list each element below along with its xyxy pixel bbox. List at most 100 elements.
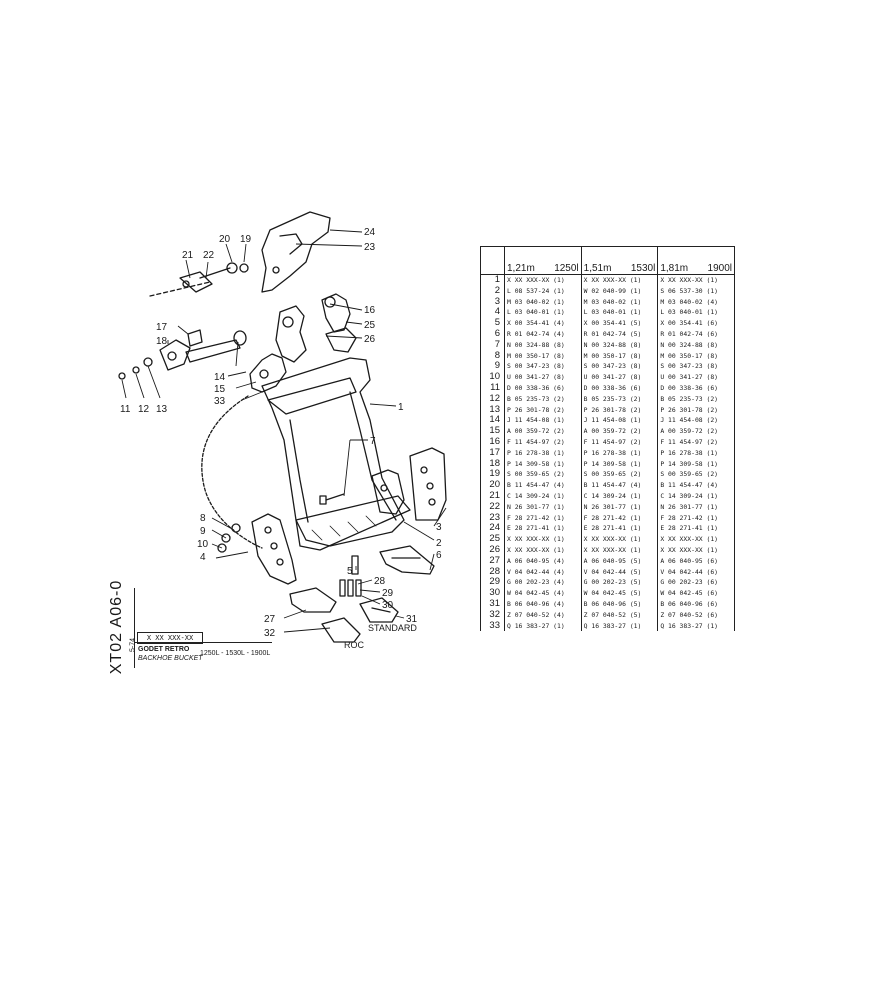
item-number: 10 (480, 372, 505, 383)
part-number-1530l: A 00 359-72 (2) (580, 426, 658, 437)
title-divider-vertical (134, 588, 135, 668)
part-number-1250l: X XX XXX-XX (1) (504, 274, 582, 286)
item-number: 11 (480, 382, 505, 394)
part-number-1250l: A 06 040-95 (4) (504, 555, 582, 567)
item-number: 20 (480, 480, 505, 491)
part-number-1250l: R 01 042-74 (4) (504, 328, 582, 340)
header-col-2: 1,51m 1530l (580, 246, 658, 275)
part-number-1900l: B 11 454-47 (4) (657, 480, 735, 491)
title-capacities: 1250L - 1530L - 1900L (200, 650, 271, 657)
item-number: 7 (480, 339, 505, 351)
item-number: 25 (480, 534, 505, 545)
part-number-1530l: M 00 350-17 (8) (580, 350, 658, 362)
part-number-1530l: W 04 042-45 (5) (580, 588, 658, 599)
part-number-1250l: L 08 537-24 (1) (504, 285, 582, 297)
item-number: 19 (480, 469, 505, 481)
callout: 25 (364, 320, 376, 331)
part-number-1530l: Z 07 040-52 (5) (580, 609, 658, 621)
callout: 4 (200, 552, 206, 563)
callout: 2 (436, 538, 442, 549)
part-number-1900l: M 03 040-02 (4) (657, 296, 735, 308)
item-number: 30 (480, 588, 505, 599)
callout: 20 (219, 234, 231, 245)
item-number: 26 (480, 544, 505, 556)
tooth-27 (289, 587, 337, 613)
part-number-1900l: U 00 341-27 (8) (657, 372, 735, 383)
part-number-1530l: Q 16 383-27 (1) (580, 620, 658, 632)
callout: 6 (436, 550, 442, 561)
part-number-1530l: X XX XXX-XX (1) (580, 274, 658, 286)
part-number-1900l: Z 07 040-52 (6) (657, 609, 735, 621)
callout: 9 (200, 526, 206, 537)
part-number-1530l: U 00 341-27 (8) (580, 372, 658, 383)
item-number: 29 (480, 577, 505, 589)
part-number-1530l: A 06 040-95 (5) (580, 555, 658, 567)
header-num (480, 246, 505, 275)
callout: 13 (156, 404, 168, 415)
hinge-plate-left (249, 353, 287, 393)
part-number-1250l: A 00 359-72 (2) (504, 426, 582, 437)
callout: 1 (398, 402, 404, 413)
part-number-1530l: B 05 235-73 (2) (580, 393, 658, 405)
item-number: 5 (480, 318, 505, 329)
part-number-1900l: X XX XXX-XX (1) (657, 534, 735, 545)
part-number-1900l: X XX XXX-XX (1) (657, 544, 735, 556)
part-number-1250l: B 11 454-47 (4) (504, 480, 582, 491)
header-col-3: 1,81m 1900l (657, 246, 735, 275)
part-number-1900l: N 26 301-77 (1) (657, 501, 735, 513)
roc-label: ROC (344, 640, 365, 650)
part-number-1900l: Q 16 383-27 (1) (657, 620, 735, 632)
callout: 21 (182, 250, 194, 261)
item-number: 15 (480, 426, 505, 437)
callout: 18 (156, 336, 168, 347)
callout: 5 (347, 566, 353, 577)
part-number-1530l: V 04 042-44 (5) (580, 566, 658, 578)
part-number-1530l: E 28 271-41 (1) (580, 523, 658, 535)
item-number: 8 (480, 350, 505, 362)
part-number-1900l: P 26 301-78 (2) (657, 404, 735, 416)
part-number-1250l: N 26 301-77 (1) (504, 501, 582, 513)
callout: 8 (200, 513, 206, 524)
bucket-tip-part (261, 211, 331, 293)
title-divider (134, 642, 272, 643)
item-number: 4 (480, 307, 505, 319)
part-number-1530l: P 14 309-58 (1) (580, 458, 658, 470)
part-number-1250l: G 00 202-23 (4) (504, 577, 582, 589)
part-number-1250l: U 00 341-27 (8) (504, 372, 582, 383)
item-number: 12 (480, 393, 505, 405)
part-number-1250l: J 11 454-08 (1) (504, 415, 582, 427)
part-number-1900l: C 14 309-24 (1) (657, 490, 735, 502)
callout: 14 (214, 372, 226, 383)
part-number-1530l: B 06 040-96 (5) (580, 598, 658, 610)
item-number: 28 (480, 566, 505, 578)
part-number-1250l: X 00 354-41 (4) (504, 318, 582, 329)
callout: 16 (364, 305, 376, 316)
part-number-1250l: F 11 454-97 (2) (504, 436, 582, 448)
callout: 31 (406, 614, 418, 625)
part-number-1900l: S 06 537-30 (1) (657, 285, 735, 297)
part-number-1900l: F 11 454-97 (2) (657, 436, 735, 448)
side-cutter-left (251, 513, 297, 585)
item-number: 18 (480, 458, 505, 470)
part-number-1250l: Z 07 040-52 (4) (504, 609, 582, 621)
part-number-1530l: M 03 040-02 (1) (580, 296, 658, 308)
part-number-1250l: W 04 042-45 (4) (504, 588, 582, 599)
